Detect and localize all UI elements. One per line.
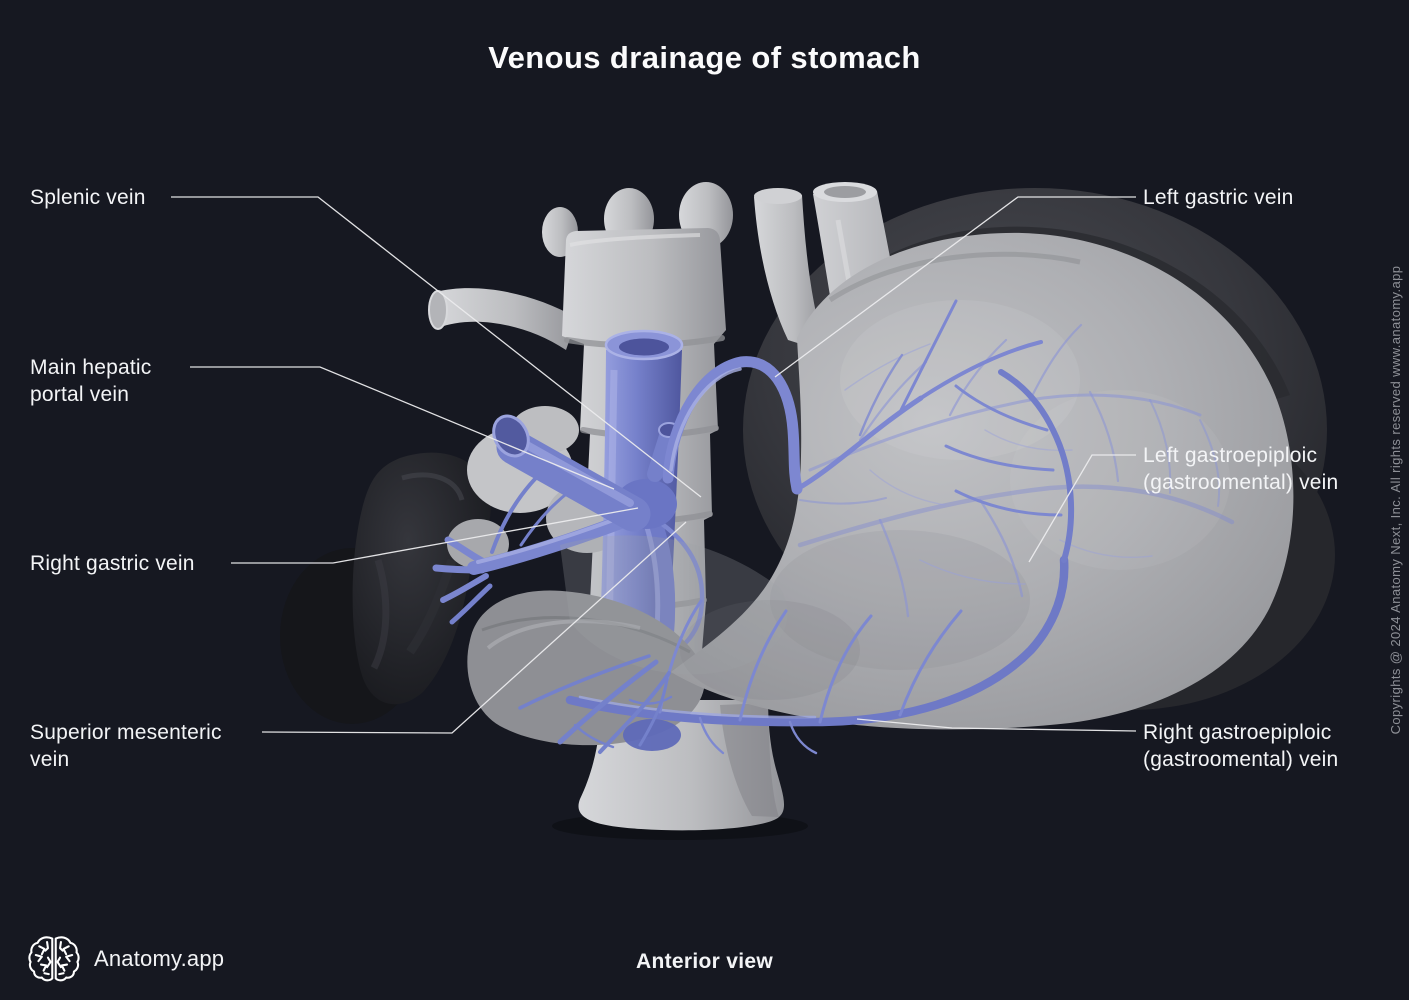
left-gastroepiploic-vein xyxy=(944,369,1075,563)
leader-line-left-gastroepiploic-vein xyxy=(1028,454,1136,563)
leader-line-splenic-vein xyxy=(171,196,702,498)
main-hepatic-portal-vein xyxy=(492,414,680,532)
label-superior-mesenteric-vein: Superior mesenteric vein xyxy=(30,721,222,772)
label-right-gastroepiploic-vein: Right gastroepiploic (gastroomental) vei… xyxy=(1143,721,1339,772)
label-left-gastroepiploic-vein: Left gastroepiploic (gastroomental) vein xyxy=(1143,444,1339,495)
leader-line-left-gastric-vein xyxy=(774,196,1136,378)
left-gastric-vein xyxy=(662,299,1043,495)
logo-text: Anatomy.app xyxy=(94,945,225,971)
gastric-vein-network xyxy=(797,323,1235,618)
label-right-gastric-vein: Right gastric vein xyxy=(30,552,195,575)
label-main-hepatic-portal-vein: Main hepatic portal vein xyxy=(30,356,152,407)
esophagus xyxy=(754,188,826,352)
label-left-gastric-vein: Left gastric vein xyxy=(1143,186,1294,209)
leader-line-right-gastric-vein xyxy=(231,507,639,564)
brain-icon xyxy=(28,936,80,982)
stomach-antrum-wash xyxy=(560,535,788,675)
leader-line-superior-mesenteric-vein xyxy=(261,521,687,734)
stomach xyxy=(671,232,1294,730)
anatomy-app-logo[interactable]: Anatomy.app xyxy=(28,935,224,982)
portal-venous-system xyxy=(432,414,705,662)
leader-line-main-hepatic-portal-vein xyxy=(190,366,615,490)
mesenteric-vein-branches xyxy=(518,654,681,754)
view-label: Anterior view xyxy=(636,950,773,973)
page-title: Venous drainage of stomach xyxy=(488,40,921,75)
copyright-text: Copyrights @ 2024 Anatomy Next, Inc. All… xyxy=(1388,265,1403,735)
label-splenic-vein: Splenic vein xyxy=(30,186,146,209)
leader-line-right-gastroepiploic-vein xyxy=(856,718,1137,732)
rib xyxy=(428,288,577,350)
